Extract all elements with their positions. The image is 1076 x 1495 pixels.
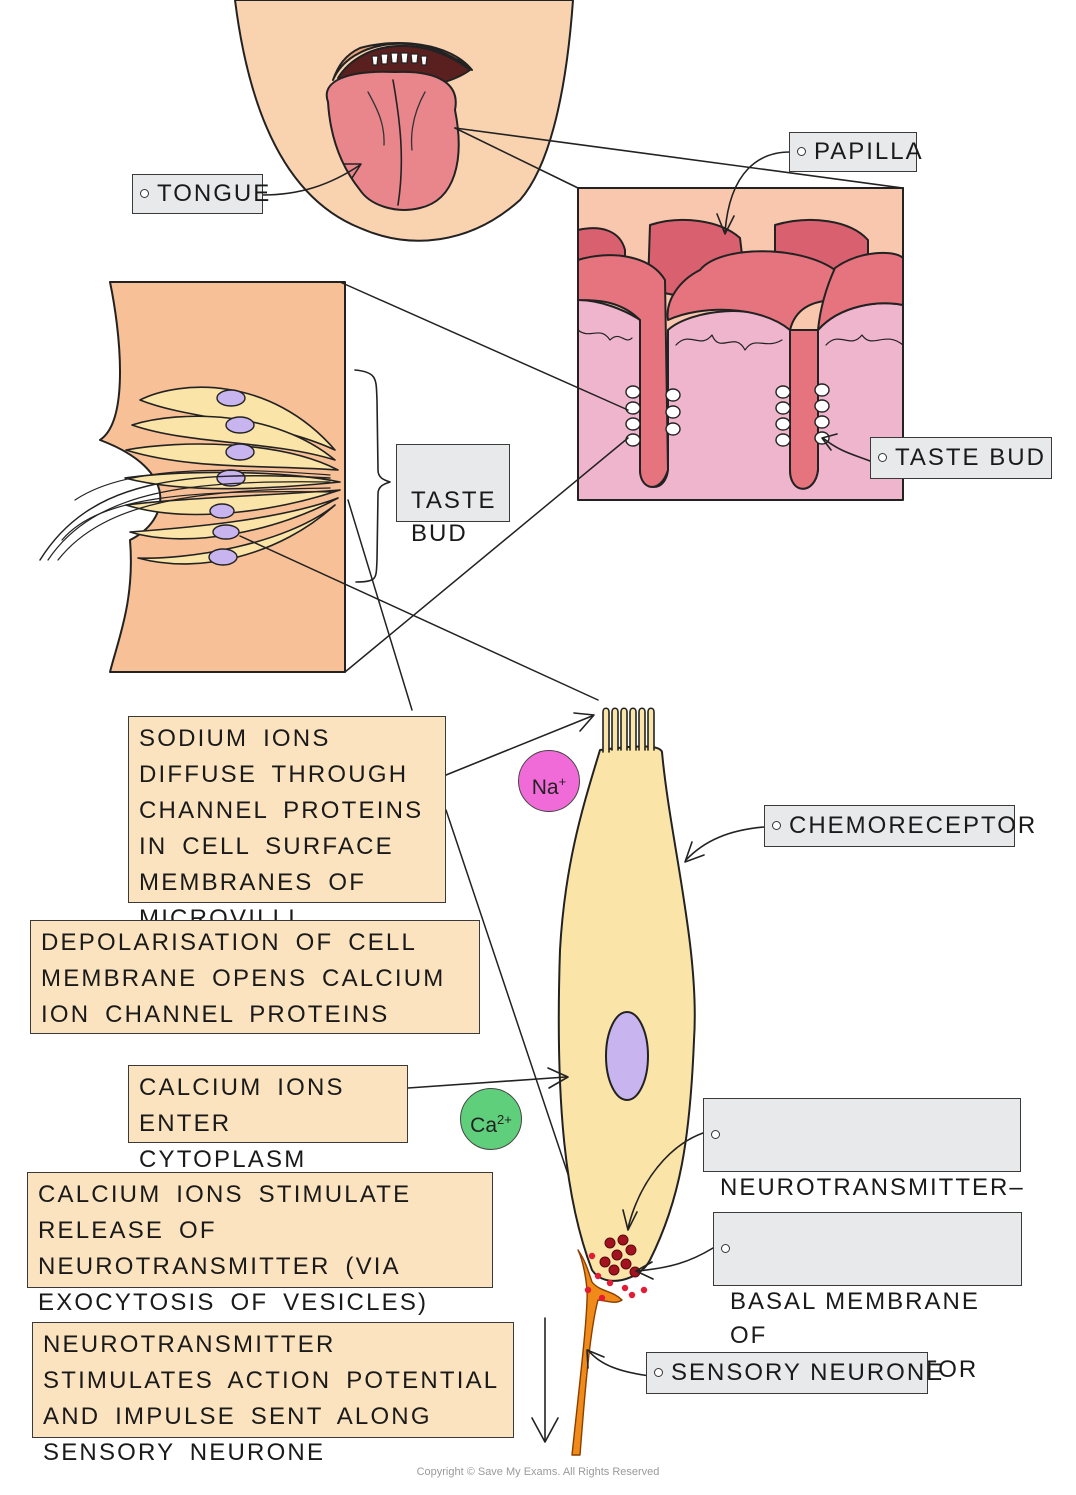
calcium-ion: Ca2+: [460, 1088, 522, 1150]
calcium-ion-symbol: Ca: [470, 1114, 498, 1137]
taste-bud-section: [39, 281, 391, 673]
label-basal-membrane: BASAL MEMBRANE OF CHEMORECEPTOR: [713, 1212, 1022, 1383]
step-sodium-diffusion: SODIUM IONS DIFFUSE THROUGH CHANNEL PROT…: [128, 716, 446, 932]
pin-icon: [654, 1368, 663, 1377]
label-sensory-neurone-text: SENSORY NEURONE: [671, 1359, 945, 1386]
label-taste-bud-papilla-text: TASTE BUD: [895, 444, 1046, 471]
papilla-section: [577, 187, 904, 501]
face-illustration: [234, 0, 574, 242]
step-neurotransmitter-release: CALCIUM IONS STIMULATE RELEASE OF NEUROT…: [27, 1172, 493, 1316]
chemoreceptor-cell: [557, 707, 696, 1456]
step-depolarisation: DEPOLARISATION OF CELL MEMBRANE OPENS CA…: [30, 920, 480, 1034]
sodium-ion-charge: +: [558, 774, 567, 789]
step-action-potential: NEUROTRANSMITTER STIMULATES ACTION POTEN…: [32, 1322, 514, 1466]
calcium-ion-charge: 2+: [497, 1112, 512, 1127]
label-taste-bud-section-text: TASTE BUD: [411, 487, 497, 547]
pin-icon: [711, 1130, 720, 1139]
pin-icon: [797, 147, 806, 156]
label-tongue: TONGUE: [132, 174, 269, 214]
pin-icon: [772, 821, 781, 830]
sodium-ion: Na+: [518, 750, 580, 812]
label-taste-bud-papilla: TASTE BUD: [870, 437, 1052, 479]
pin-icon: [140, 189, 149, 198]
label-papilla-text: PAPILLA: [814, 138, 924, 165]
label-vesicles: NEUROTRANSMITTER– CONTAINING VESICLES: [703, 1098, 1023, 1269]
pin-icon: [721, 1244, 730, 1253]
label-taste-bud-section: TASTE BUD: [396, 444, 510, 547]
sodium-ion-symbol: Na: [531, 776, 559, 799]
label-tongue-text: TONGUE: [157, 180, 272, 207]
label-sensory-neurone: SENSORY NEURONE: [646, 1352, 942, 1394]
label-papilla: PAPILLA: [789, 132, 922, 172]
label-chemoreceptor: CHEMORECEPTOR: [764, 805, 1035, 847]
copyright-notice: Copyright © Save My Exams. All Rights Re…: [416, 1466, 660, 1478]
step-calcium-enter: CALCIUM IONS ENTER CYTOPLASM: [128, 1065, 408, 1173]
label-chemoreceptor-text: CHEMORECEPTOR: [789, 812, 1038, 839]
pin-icon: [878, 453, 887, 462]
